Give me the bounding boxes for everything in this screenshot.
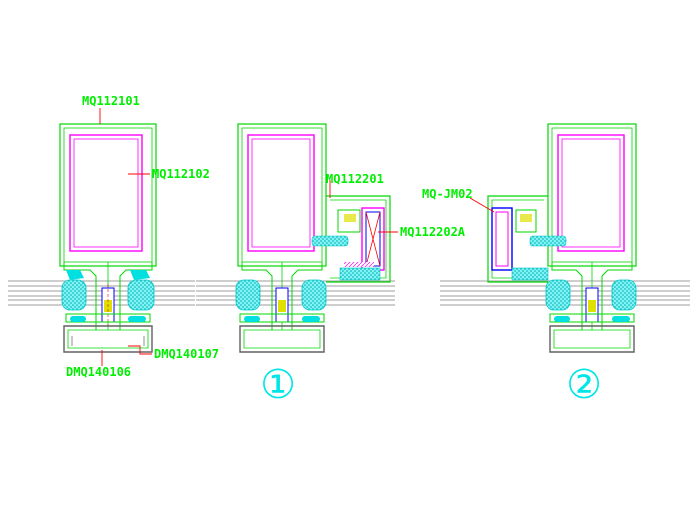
- callout-markers: ① ②: [260, 362, 602, 408]
- leader-lines: [99, 108, 495, 366]
- part-labels: MQ112101 MQ112102 DMQ140106 DMQ140107 MQ…: [66, 94, 473, 379]
- section-mullion-middle: [235, 123, 391, 353]
- label-dmq140106: DMQ140106: [66, 365, 131, 379]
- callout-one: ①: [260, 362, 296, 408]
- section-mullion-left: [59, 123, 157, 353]
- label-mq112202a: MQ112202A: [400, 225, 466, 239]
- callout-two: ②: [566, 362, 602, 408]
- label-mq112201: MQ112201: [326, 172, 384, 186]
- label-mq112102: MQ112102: [152, 167, 210, 181]
- label-mqjm02: MQ-JM02: [422, 187, 473, 201]
- section-mullion-right: [487, 123, 637, 353]
- label-dmq140107: DMQ140107: [154, 347, 219, 361]
- label-mq112101: MQ112101: [82, 94, 140, 108]
